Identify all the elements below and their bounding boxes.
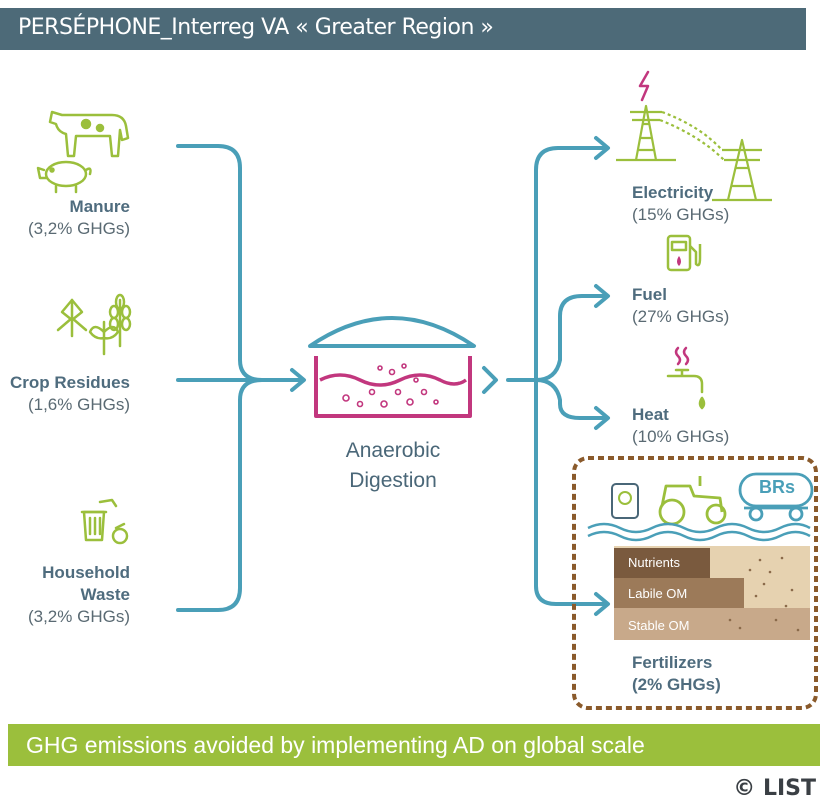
input-manure-share: (3,2% GHGs) [27,219,130,238]
tractor-icon [658,476,727,526]
output-fertilizers-name: Fertilizers [632,653,713,672]
page-title: PERSÉPHONE_Interreg VA « Greater Region … [18,15,494,40]
footer-text: GHG emissions avoided by implementing AD… [26,732,645,758]
crop-plants-icon [56,293,132,356]
power-pylon-icon [616,104,772,202]
fertilizer-sack-icon [611,483,639,519]
output-fuel-share: (27% GHGs) [632,307,730,326]
output-fertilizers: Fertilizers (2% GHGs) [632,652,721,696]
output-arrows [482,136,610,616]
water-waves [587,522,811,542]
header-bar: PERSÉPHONE_Interreg VA « Greater Region … [0,8,806,50]
input-crop-residues: Crop Residues (1,6% GHGs) [4,372,130,416]
output-electricity: Electricity (15% GHGs) [632,182,729,226]
output-electricity-share: (15% GHGs) [632,205,730,224]
brs-label: BRs [758,477,795,497]
input-household-waste-name: Household [42,563,130,582]
output-heat-name: Heat [632,405,669,424]
output-fertilizers-share: (2% GHGs) [632,675,721,694]
cow-icon [48,110,130,158]
pig-icon [36,160,92,194]
layer-labile-om: Labile OM [628,586,688,601]
soil-layers [614,546,810,640]
layer-stable-om: Stable OM [628,618,690,633]
input-crop-residues-share: (1,6% GHGs) [27,395,130,414]
digester-icon [308,316,476,418]
heat-tap-icon [666,346,706,410]
brs-tanker-icon [738,472,814,522]
input-household-waste-name2: Waste [80,585,130,604]
input-arrows [176,144,306,612]
input-household-waste: Household Waste (3,2% GHGs) [14,562,130,628]
output-heat: Heat (10% GHGs) [632,404,729,448]
input-household-waste-share: (3,2% GHGs) [27,607,130,626]
output-electricity-name: Electricity [632,183,714,202]
input-manure: Manure (3,2% GHGs) [14,196,130,240]
process-label-line1: Anaerobic [345,439,441,462]
process-label: Anaerobic Digestion [318,436,468,496]
lightning-icon [638,70,650,102]
fuel-pump-icon [666,234,702,272]
output-fuel: Fuel (27% GHGs) [632,284,729,328]
layer-nutrients: Nutrients [628,555,681,570]
waste-bin-icon [80,498,129,545]
footer-banner: GHG emissions avoided by implementing AD… [8,724,820,766]
credit-label: © LIST [733,776,816,801]
input-manure-name: Manure [69,197,130,216]
input-crop-residues-name: Crop Residues [10,373,130,392]
process-label-line2: Digestion [349,469,437,492]
output-fuel-name: Fuel [632,285,667,304]
output-heat-share: (10% GHGs) [632,427,730,446]
